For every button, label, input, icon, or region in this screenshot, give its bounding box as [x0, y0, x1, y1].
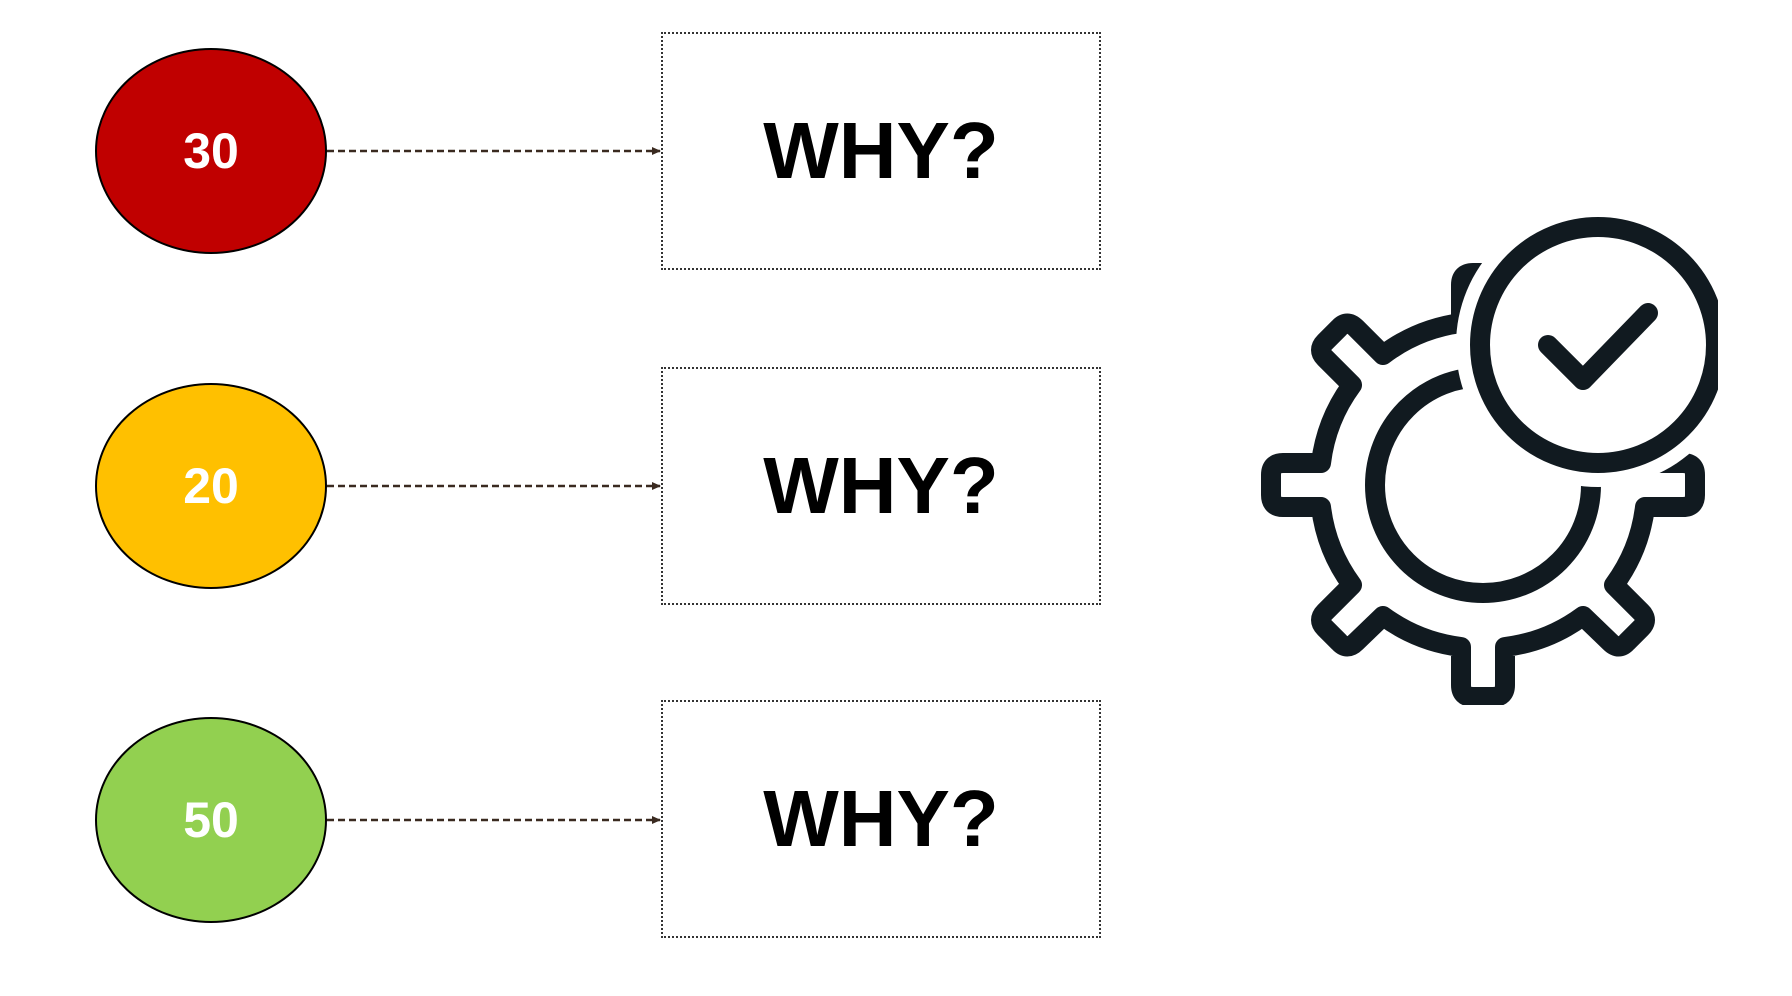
why-box-2: WHY? — [661, 367, 1101, 605]
checkmark-badge — [1470, 217, 1726, 473]
why-label-2: WHY? — [763, 441, 999, 530]
value-circle-3: 50 — [95, 717, 327, 923]
why-label-1: WHY? — [763, 106, 999, 195]
gear-icon — [1261, 217, 1726, 707]
value-label-2: 20 — [183, 458, 239, 514]
why-box-3: WHY? — [661, 700, 1101, 938]
why-box-1: WHY? — [661, 32, 1101, 270]
value-label-3: 50 — [183, 792, 239, 848]
value-circle-2: 20 — [95, 383, 327, 589]
why-label-3: WHY? — [763, 774, 999, 863]
gear-with-checkmark-icon — [1238, 205, 1726, 707]
value-circle-1: 30 — [95, 48, 327, 254]
value-label-1: 30 — [183, 123, 239, 179]
